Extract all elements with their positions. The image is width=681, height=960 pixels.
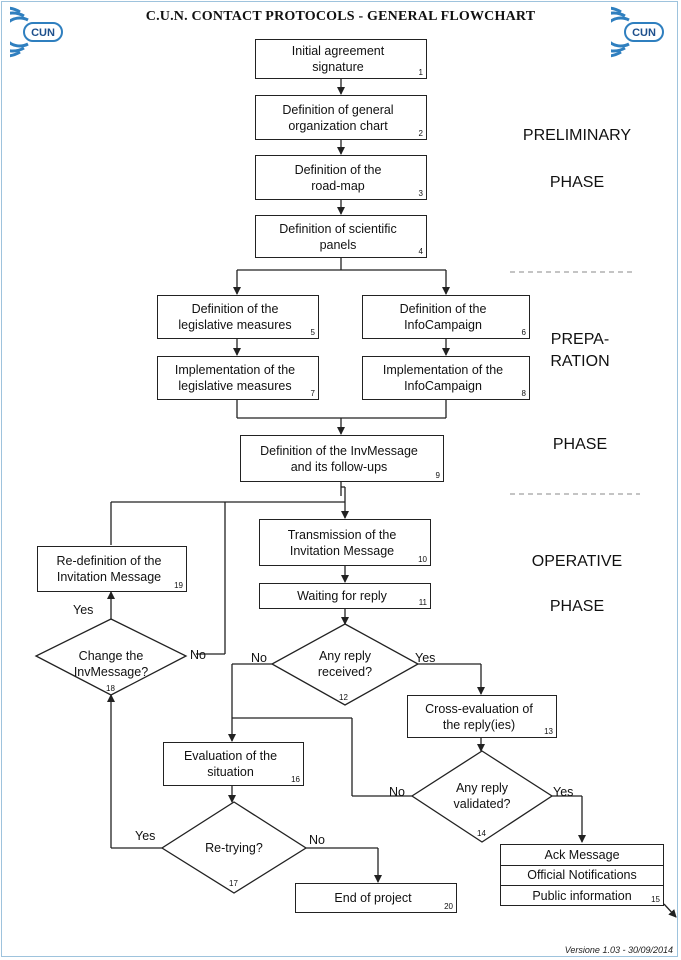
no-label-reply-received: No xyxy=(251,651,267,665)
no-label-reply-validated: No xyxy=(389,785,405,799)
no-label-change-invmessage: No xyxy=(190,648,206,662)
decision-change-invmessage xyxy=(34,618,188,696)
logo-text-left: CUN xyxy=(31,27,55,39)
decision-reply-validated-label: Any reply validated? xyxy=(453,781,511,811)
step-cross-evaluation: Cross-evaluation of the reply(ies)13 xyxy=(407,695,557,738)
yes-label-reply-received: Yes xyxy=(415,651,436,665)
logo-text-right: CUN xyxy=(632,27,656,39)
official-notifications-item: Official Notifications xyxy=(501,865,663,886)
phase-preparation-suffix: PHASE xyxy=(552,436,608,453)
yes-label-re-trying: Yes xyxy=(135,829,156,843)
decision-change-invmessage-label: Change the InvMessage? xyxy=(73,649,149,679)
decision-reply-received xyxy=(270,623,420,706)
yes-label-reply-validated: Yes xyxy=(553,785,574,799)
no-label-re-trying: No xyxy=(309,833,325,847)
version-label: Versione 1.03 - 30/09/2014 xyxy=(564,945,673,955)
ack-message-item: Ack Message xyxy=(501,845,663,866)
decision-re-trying xyxy=(160,801,308,894)
phase-preliminary-suffix: PHASE xyxy=(549,174,605,191)
cun-logo-left: CUN xyxy=(10,6,63,58)
step-notifications-stack: Ack Message Official Notifications Publi… xyxy=(500,844,664,906)
step-invmessage-definition: Definition of the InvMessage and its fol… xyxy=(240,435,444,482)
step-legislative-implementation: Implementation of the legislative measur… xyxy=(157,356,319,400)
decision-reply-validated xyxy=(410,750,554,843)
public-information-item: Public information xyxy=(532,889,632,903)
cun-logo-right: CUN xyxy=(611,6,664,58)
page-title: C.U.N. CONTACT PROTOCOLS - GENERAL FLOWC… xyxy=(145,9,536,24)
step-organization-chart: Definition of general organization chart… xyxy=(255,95,427,140)
yes-label-change-invmessage: Yes xyxy=(73,603,94,617)
phase-operative-suffix: PHASE xyxy=(549,598,605,615)
decision-reply-received-label: Any reply received? xyxy=(317,649,373,679)
phase-operative-label: OPERATIVE xyxy=(531,553,623,570)
decision-re-trying-label: Re-trying? xyxy=(205,841,263,855)
phase-preliminary-label: PRELIMINARY xyxy=(522,127,632,144)
phase-preparation-label: PREPA- RATION xyxy=(550,331,610,370)
